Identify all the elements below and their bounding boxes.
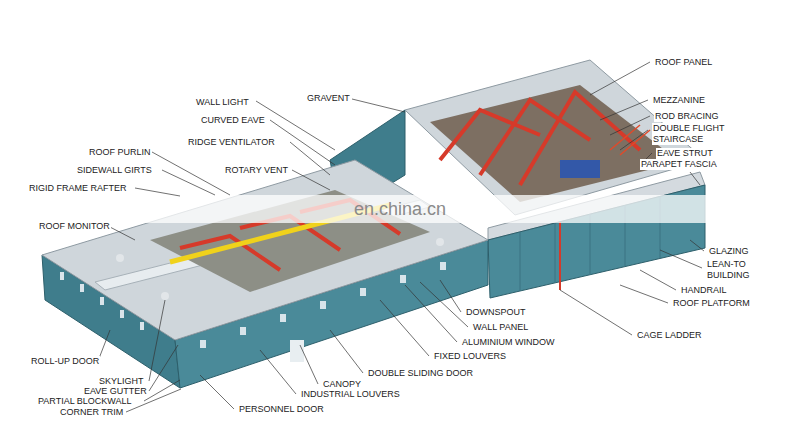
callout-label: DOWNSPOUT [465, 307, 527, 318]
callout-label: WALL PANEL [472, 322, 529, 333]
callout-label: FIXED LOUVERS [433, 351, 507, 362]
cutaway-interior [430, 85, 680, 202]
leader-lines [98, 62, 704, 412]
callout-label: HANDRAIL [680, 285, 728, 296]
watermark: en.china.cn [354, 199, 446, 219]
rigid-frames [440, 92, 640, 185]
rotary-vents [116, 238, 444, 300]
callout-label: WALL LIGHT [195, 97, 250, 108]
callout-label: PARAPET FASCIA [640, 159, 718, 170]
callout-label: CORNER TRIM [59, 407, 124, 418]
cage-ladder [559, 222, 561, 290]
callout-label: ALUMINIUM WINDOW [461, 337, 556, 348]
personnel-door [290, 340, 304, 362]
callout-label: PARTIAL BLOCKWALL [37, 396, 133, 407]
callout-label: CURVED EAVE [200, 115, 266, 126]
callout-label: RIDGE VENTILATOR [187, 137, 276, 148]
callout-label: EAVE STRUT [656, 148, 714, 159]
callout-label: PERSONNEL DOOR [238, 404, 325, 415]
callout-label: ROOF PANEL [654, 57, 713, 68]
callout-label: SIDEWALL GIRTS [76, 165, 153, 176]
callout-label: ROTARY VENT [224, 165, 289, 176]
machinery [560, 160, 600, 178]
callout-label: INDUSTRIAL LOUVERS [300, 389, 401, 400]
callout-label: ROD BRACING [654, 111, 720, 122]
callout-label: RIGID FRAME RAFTER [28, 183, 128, 194]
callout-label: CAGE LADDER [636, 330, 703, 341]
callout-label: DOUBLE FLIGHT STAIRCASE [652, 123, 732, 145]
watermark-band [0, 195, 800, 223]
callout-label: MEZZANINE [652, 95, 706, 106]
staircase [610, 125, 650, 155]
callout-label: LEAN-TO BUILDING [706, 259, 763, 281]
callout-label: GRAVENT [306, 93, 351, 104]
callout-label: ROOF PLATFORM [672, 298, 751, 309]
callout-label: ROLL-UP DOOR [30, 356, 100, 367]
callout-label: ROOF PURLIN [88, 147, 152, 158]
callout-label: DOUBLE SLIDING DOOR [367, 368, 474, 379]
callout-label: GLAZING [708, 246, 750, 257]
callout-label: ROOF MONITOR [38, 221, 111, 232]
